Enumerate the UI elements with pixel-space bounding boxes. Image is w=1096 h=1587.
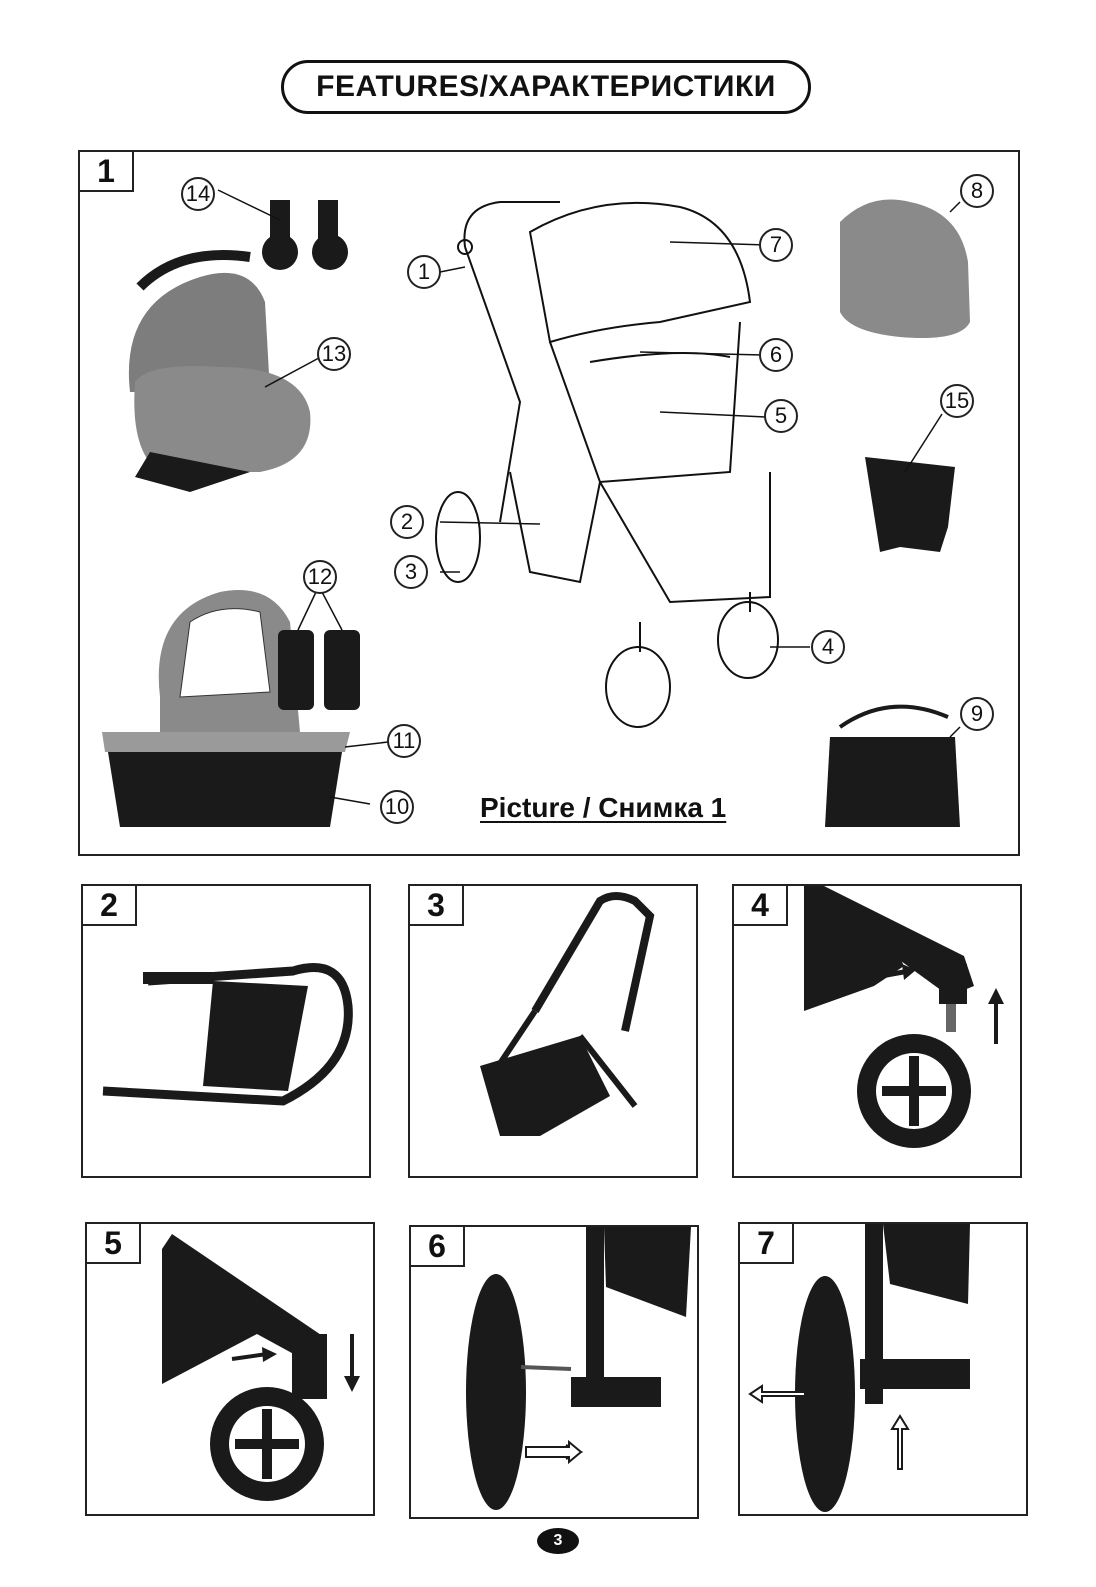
callout-4: 4 [811, 630, 845, 664]
panel-number: 6 [411, 1227, 465, 1267]
panel-number: 7 [740, 1224, 794, 1264]
cup-holder-illustration [865, 457, 955, 552]
carry-cot-adapters-illustration [278, 630, 360, 710]
features-illustration [80, 152, 1020, 856]
picture-1-panel: 1 [78, 150, 1020, 856]
picture-5-panel: 5 [85, 1222, 375, 1516]
page-number-badge: 3 [537, 1528, 579, 1554]
panel-number: 5 [87, 1224, 141, 1264]
changing-bag-illustration [825, 707, 960, 827]
panel-number: 3 [410, 886, 464, 926]
callout-10: 10 [380, 790, 414, 824]
callout-5: 5 [764, 399, 798, 433]
rear-wheel-release-photo [740, 1224, 1028, 1516]
picture-7-panel: 7 [738, 1222, 1028, 1516]
callout-7: 7 [759, 228, 793, 262]
callout-12: 12 [303, 560, 337, 594]
callout-11: 11 [387, 724, 421, 758]
picture-2-panel: 2 [81, 884, 371, 1178]
panel-number: 4 [734, 886, 788, 926]
picture-4-panel: 4 [732, 884, 1022, 1178]
stroller-line-drawing [436, 202, 778, 727]
callout-14: 14 [181, 177, 215, 211]
callout-2: 2 [390, 505, 424, 539]
front-wheel-release-photo [87, 1224, 375, 1516]
picture-3-panel: 3 [408, 884, 698, 1178]
callout-13: 13 [317, 337, 351, 371]
callout-1: 1 [407, 255, 441, 289]
folded-basket-frame-photo [83, 886, 371, 1178]
front-wheel-attach-photo [734, 886, 1022, 1178]
carry-cot-illustration [102, 590, 350, 827]
car-seat-adapters-illustration [262, 200, 348, 270]
callout-9: 9 [960, 697, 994, 731]
basket-frame-photo [410, 886, 698, 1178]
page-title: FEATURES/ХАРАКТЕРИСТИКИ [281, 60, 811, 114]
callout-3: 3 [394, 555, 428, 589]
callout-6: 6 [759, 338, 793, 372]
panel-number: 2 [83, 886, 137, 926]
picture-6-panel: 6 [409, 1225, 699, 1519]
picture-caption: Picture / Снимка 1 [480, 792, 726, 824]
callout-15: 15 [940, 384, 974, 418]
panel-number: 1 [80, 152, 134, 192]
rear-wheel-attach-photo [411, 1227, 699, 1519]
infant-car-seat-illustration [129, 255, 311, 492]
callout-8: 8 [960, 174, 994, 208]
footmuff-illustration [840, 200, 970, 339]
